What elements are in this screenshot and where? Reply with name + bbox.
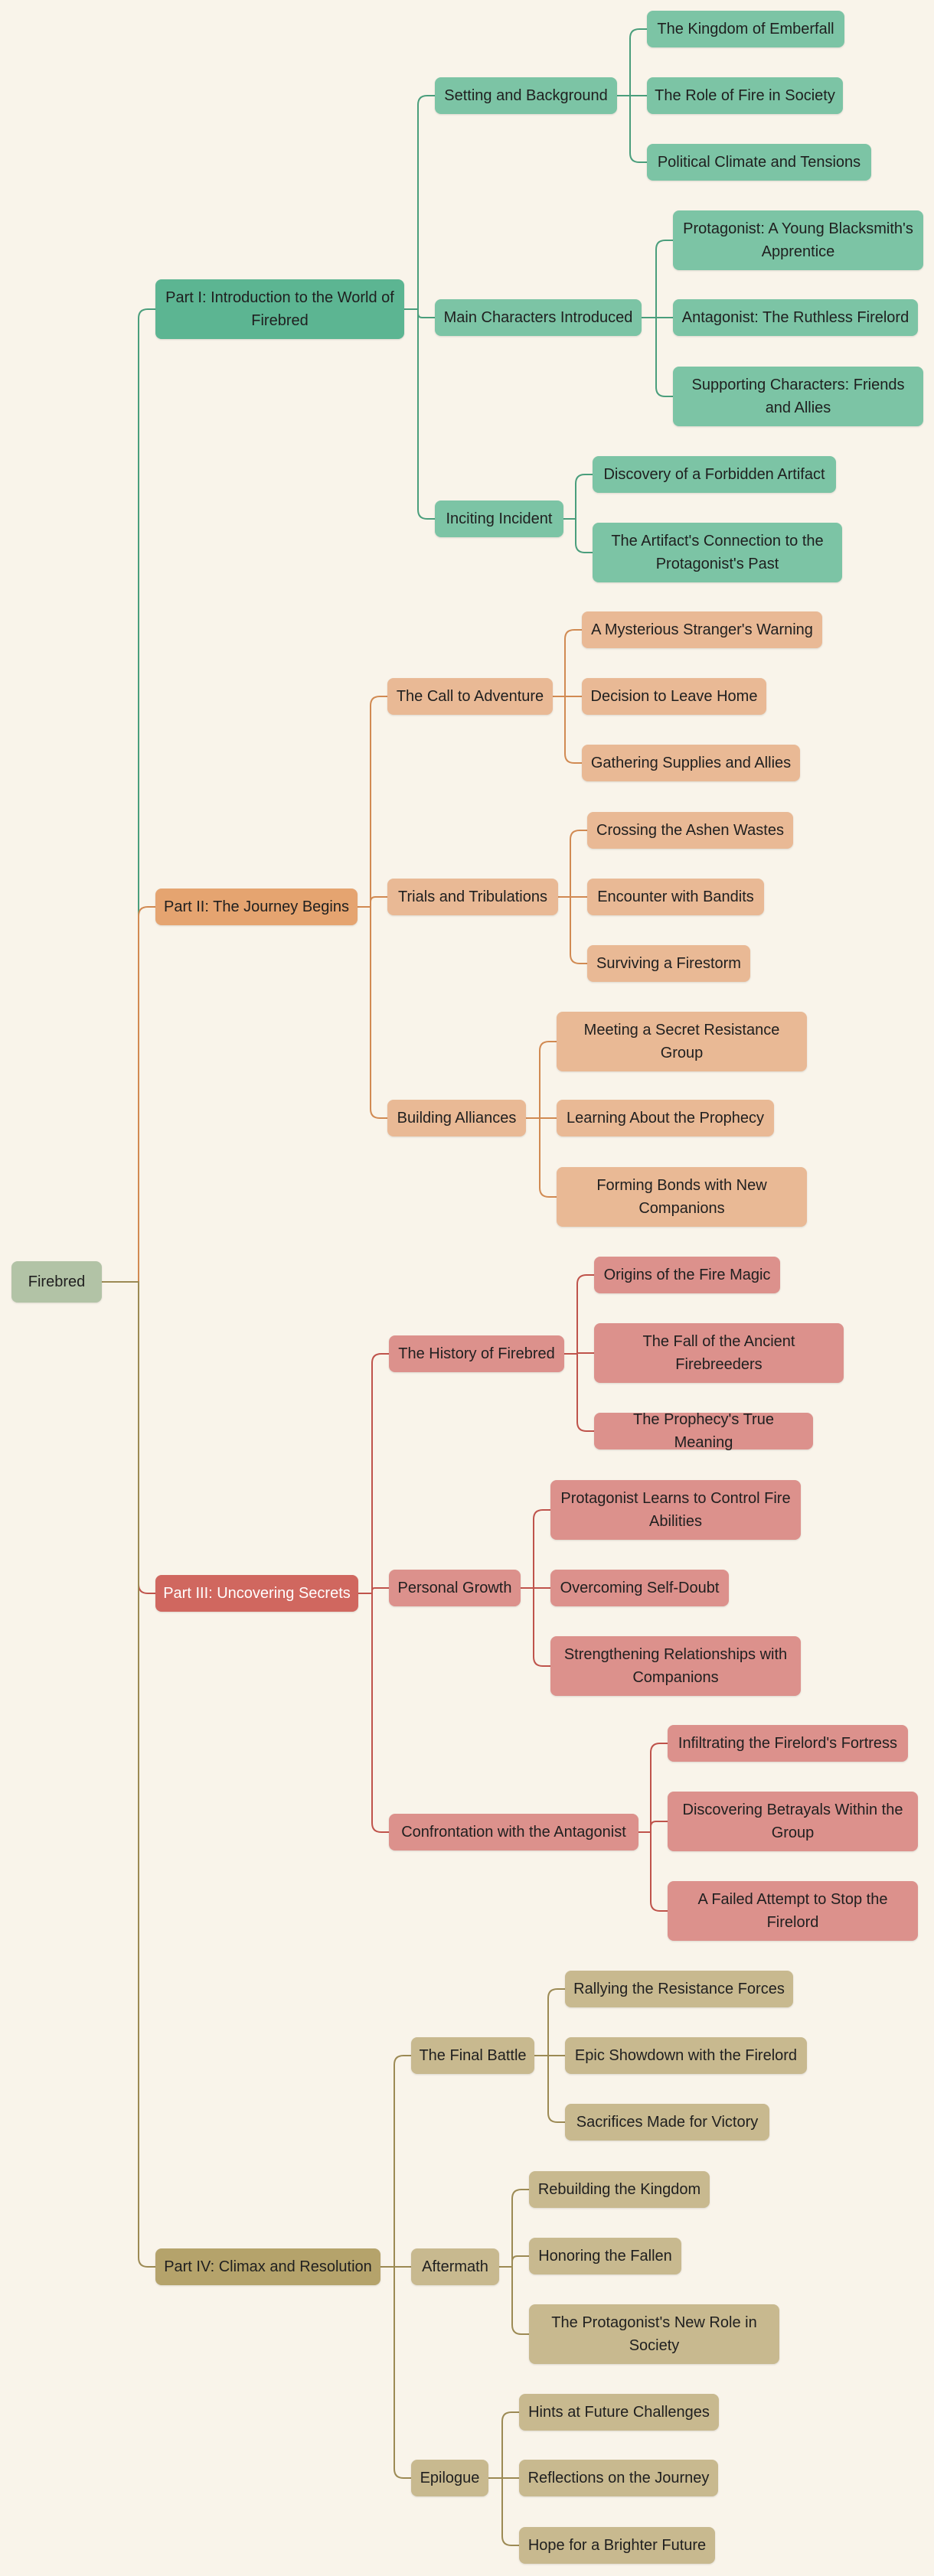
root-node: Firebred	[11, 1261, 102, 1303]
part-3-node: Part III: Uncovering Secrets	[155, 1575, 358, 1612]
connector-line	[358, 1587, 389, 1594]
part-2-item: Meeting a Secret Resistance Group	[557, 1012, 807, 1071]
part-1-item: The Kingdom of Emberfall	[647, 11, 844, 47]
part-2-item: Gathering Supplies and Allies	[582, 745, 800, 781]
connector-line	[564, 1274, 594, 1355]
part-4-item: Hints at Future Challenges	[519, 2394, 719, 2431]
part-1-node: Part I: Introduction to the World of Fir…	[155, 279, 404, 339]
connector-line	[404, 95, 435, 310]
part-2-item: Crossing the Ashen Wastes	[587, 812, 793, 849]
connector-line	[638, 1831, 668, 1912]
part-2-item: Surviving a Firestorm	[587, 945, 750, 982]
part-1-item: Supporting Characters: Friends and Allie…	[673, 367, 923, 426]
connector-line	[358, 696, 387, 908]
connector-line	[534, 2055, 565, 2123]
part-4-item: Honoring the Fallen	[529, 2238, 681, 2274]
connector-line	[558, 896, 587, 964]
part-4-item: Hope for a Brighter Future	[519, 2527, 715, 2564]
connector-line	[499, 2266, 529, 2335]
connector-line	[102, 906, 155, 1283]
part-4-section-1: The Final Battle	[411, 2037, 534, 2074]
part-2-item: A Mysterious Stranger's Warning	[582, 611, 822, 648]
part-1-item: Protagonist: A Young Blacksmith's Appren…	[673, 210, 923, 270]
connector-line	[404, 308, 435, 520]
connector-line	[488, 2411, 519, 2479]
connector-line	[102, 308, 155, 1283]
part-1-item: Political Climate and Tensions	[647, 144, 871, 181]
connector-line	[642, 240, 673, 318]
part-2-item: Decision to Leave Home	[582, 678, 766, 715]
part-3-item: The Fall of the Ancient Firebreeders	[594, 1323, 844, 1383]
part-2-node: Part II: The Journey Begins	[155, 889, 358, 925]
part-3-section-2: Personal Growth	[389, 1570, 521, 1606]
part-2-item: Forming Bonds with New Companions	[557, 1167, 807, 1227]
connector-line	[564, 1353, 594, 1432]
part-4-item: Rallying the Resistance Forces	[565, 1971, 793, 2007]
connector-line	[358, 1353, 389, 1594]
part-3-item: Discovering Betrayals Within the Group	[668, 1792, 918, 1851]
part-1-section-1: Setting and Background	[435, 77, 617, 114]
part-2-section-2: Trials and Tribulations	[387, 879, 558, 915]
part-3-section-3: Confrontation with the Antagonist	[389, 1814, 638, 1850]
connector-line	[617, 95, 647, 163]
part-3-item: Overcoming Self-Doubt	[550, 1570, 729, 1606]
part-4-section-2: Aftermath	[411, 2248, 499, 2285]
connector-line	[358, 1593, 389, 1833]
connector-line	[638, 1743, 668, 1833]
part-1-item: Antagonist: The Ruthless Firelord	[673, 299, 918, 336]
connector-line	[534, 1988, 565, 2056]
connector-line	[642, 317, 673, 397]
connector-line	[102, 1281, 155, 1594]
part-2-item: Learning About the Prophecy	[557, 1100, 774, 1136]
part-3-item: A Failed Attempt to Stop the Firelord	[668, 1881, 918, 1941]
part-3-item: Strengthening Relationships with Compani…	[550, 1636, 801, 1696]
connector-line	[499, 2189, 529, 2268]
part-1-section-3: Inciting Incident	[435, 501, 563, 537]
connector-line	[553, 629, 582, 697]
part-4-section-3: Epilogue	[411, 2460, 488, 2496]
part-3-item: The Prophecy's True Meaning	[594, 1411, 813, 1451]
connector-line	[563, 518, 593, 553]
connector-line	[380, 2055, 411, 2268]
part-4-item: Reflections on the Journey	[519, 2460, 718, 2496]
connector-line	[558, 830, 587, 898]
connector-line	[380, 2266, 411, 2479]
connector-line	[526, 1117, 557, 1198]
connector-line	[358, 896, 387, 908]
part-1-item: The Role of Fire in Society	[647, 77, 843, 114]
part-3-item: Infiltrating the Firelord's Fortress	[668, 1725, 908, 1762]
connector-line	[404, 308, 435, 318]
connector-line	[499, 2255, 529, 2268]
connector-line	[488, 2477, 519, 2546]
part-4-item: Epic Showdown with the Firelord	[565, 2037, 807, 2074]
part-2-section-1: The Call to Adventure	[387, 678, 553, 715]
connector-line	[563, 474, 593, 520]
part-4-item: The Protagonist's New Role in Society	[529, 2304, 779, 2364]
connector-line	[638, 1821, 668, 1833]
part-4-item: Sacrifices Made for Victory	[565, 2104, 769, 2141]
part-1-section-2: Main Characters Introduced	[435, 299, 642, 336]
connector-line	[617, 28, 647, 96]
part-3-item: Protagonist Learns to Control Fire Abili…	[550, 1480, 801, 1540]
part-3-section-1: The History of Firebred	[389, 1335, 564, 1372]
part-2-item: Encounter with Bandits	[587, 879, 764, 915]
part-4-item: Rebuilding the Kingdom	[529, 2171, 710, 2208]
connector-line	[521, 1509, 550, 1589]
part-1-item: The Artifact's Connection to the Protago…	[593, 523, 842, 582]
connector-line	[521, 1587, 550, 1667]
part-3-item: Origins of the Fire Magic	[594, 1257, 780, 1293]
connector-line	[102, 1281, 155, 2268]
connector-line	[553, 696, 582, 764]
part-4-node: Part IV: Climax and Resolution	[155, 2248, 380, 2285]
part-2-section-3: Building Alliances	[387, 1100, 526, 1136]
connector-line	[526, 1041, 557, 1119]
part-1-item: Discovery of a Forbidden Artifact	[593, 456, 836, 493]
connector-line	[358, 906, 387, 1119]
